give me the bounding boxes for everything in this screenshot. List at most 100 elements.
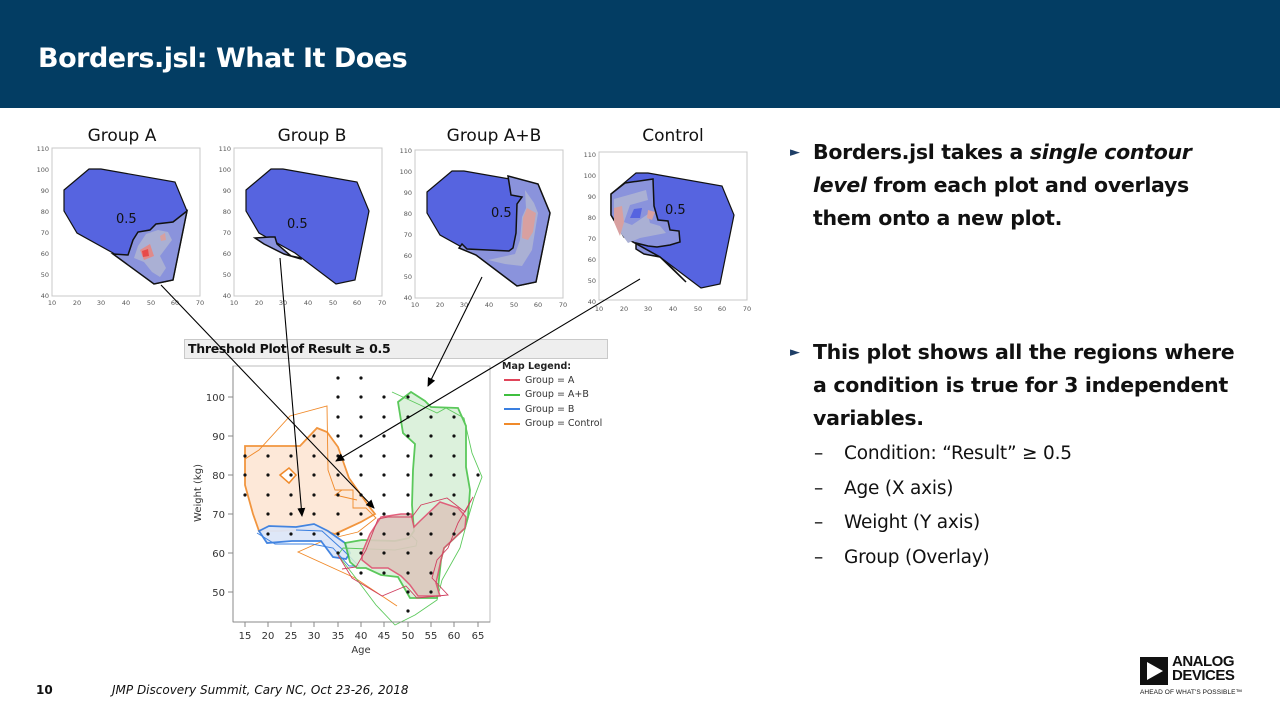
sub-bullet-age: –Age (X axis) bbox=[814, 477, 954, 499]
svg-text:20: 20 bbox=[255, 299, 263, 307]
logo-triangle-icon bbox=[1140, 657, 1168, 685]
sub-bullet-weight: –Weight (Y axis) bbox=[814, 512, 981, 533]
bullet-arrow-icon: ► bbox=[790, 145, 800, 160]
svg-text:40: 40 bbox=[223, 292, 231, 300]
svg-text:40: 40 bbox=[485, 301, 493, 309]
svg-text:0.5: 0.5 bbox=[116, 212, 137, 227]
svg-text:70: 70 bbox=[196, 299, 204, 307]
svg-text:50: 50 bbox=[329, 299, 337, 307]
legend-swatch-blue bbox=[504, 408, 520, 411]
threshold-plot-title: Threshold Plot of Result ≥ 0.5 bbox=[188, 341, 391, 356]
svg-text:50: 50 bbox=[147, 299, 155, 307]
svg-text:40: 40 bbox=[669, 305, 677, 313]
svg-text:50: 50 bbox=[588, 277, 596, 285]
svg-text:80: 80 bbox=[588, 214, 596, 222]
svg-text:60: 60 bbox=[404, 252, 412, 260]
svg-text:20: 20 bbox=[73, 299, 81, 307]
svg-text:70: 70 bbox=[223, 229, 231, 237]
svg-text:60: 60 bbox=[534, 301, 542, 309]
contour-plot-group-ab: 0.5 10 20 30 40 50 60 70 40 50 60 70 80 90 100 110 bbox=[400, 147, 568, 309]
svg-text:50: 50 bbox=[694, 305, 702, 313]
legend-swatch-green bbox=[504, 393, 520, 396]
legend-item-group-ab[interactable]: Group = A+B bbox=[502, 388, 602, 403]
svg-text:90: 90 bbox=[223, 187, 231, 195]
svg-text:60: 60 bbox=[223, 250, 231, 258]
slide-header: Borders.jsl: What It Does bbox=[0, 0, 1280, 108]
svg-text:70: 70 bbox=[378, 299, 386, 307]
svg-text:110: 110 bbox=[219, 145, 231, 153]
bullet-1: ► Borders.jsl takes a single contour lev… bbox=[790, 136, 1240, 235]
svg-text:50: 50 bbox=[41, 271, 49, 279]
svg-text:40: 40 bbox=[404, 294, 412, 302]
svg-text:60: 60 bbox=[41, 250, 49, 258]
svg-text:10: 10 bbox=[595, 305, 603, 313]
svg-text:90: 90 bbox=[404, 189, 412, 197]
plot-label-control: Control bbox=[642, 126, 704, 146]
legend-swatch-red bbox=[504, 379, 520, 382]
svg-text:0.5: 0.5 bbox=[665, 203, 686, 218]
plot-label-group-b: Group B bbox=[277, 126, 347, 146]
svg-text:0.5: 0.5 bbox=[491, 206, 512, 221]
svg-text:40: 40 bbox=[41, 292, 49, 300]
svg-text:30: 30 bbox=[279, 299, 287, 307]
svg-text:80: 80 bbox=[41, 208, 49, 216]
legend-item-group-b[interactable]: Group = B bbox=[502, 402, 602, 417]
svg-text:20: 20 bbox=[436, 301, 444, 309]
plot-label-group-ab: Group A+B bbox=[446, 126, 542, 146]
svg-text:0.5: 0.5 bbox=[287, 217, 308, 232]
legend-swatch-orange bbox=[504, 422, 520, 425]
svg-text:60: 60 bbox=[718, 305, 726, 313]
svg-text:70: 70 bbox=[404, 231, 412, 239]
svg-text:50: 50 bbox=[223, 271, 231, 279]
svg-text:100: 100 bbox=[219, 166, 231, 174]
svg-text:50: 50 bbox=[404, 273, 412, 281]
svg-text:40: 40 bbox=[304, 299, 312, 307]
sub-bullet-group: –Group (Overlay) bbox=[814, 546, 990, 568]
svg-text:60: 60 bbox=[588, 256, 596, 264]
svg-text:90: 90 bbox=[41, 187, 49, 195]
contour-plot-group-b: 0.5 10 20 30 40 50 60 70 40 50 60 70 80 90 100 110 bbox=[219, 145, 387, 307]
svg-text:40: 40 bbox=[588, 298, 596, 306]
svg-text:30: 30 bbox=[644, 305, 652, 313]
page-number: 10 bbox=[36, 683, 53, 697]
legend-item-group-a[interactable]: Group = A bbox=[502, 373, 602, 388]
contour-plot-control: 0.5 10 20 30 40 50 60 70 40 50 60 70 80 90 100 110 bbox=[584, 151, 752, 313]
map-legend: Map Legend: Group = A Group = A+B Group … bbox=[502, 361, 602, 431]
slide-title: Borders.jsl: What It Does bbox=[38, 43, 408, 74]
svg-text:110: 110 bbox=[400, 147, 412, 155]
svg-text:60: 60 bbox=[171, 299, 179, 307]
svg-text:70: 70 bbox=[559, 301, 567, 309]
svg-text:80: 80 bbox=[404, 210, 412, 218]
analog-devices-logo: ANALOG DEVICES AHEAD OF WHAT'S POSSIBLE™ bbox=[1140, 653, 1243, 696]
svg-text:110: 110 bbox=[37, 145, 49, 153]
svg-text:40: 40 bbox=[122, 299, 130, 307]
svg-text:100: 100 bbox=[584, 172, 596, 180]
svg-text:70: 70 bbox=[41, 229, 49, 237]
svg-text:70: 70 bbox=[588, 235, 596, 243]
svg-text:10: 10 bbox=[411, 301, 419, 309]
sub-bullet-list: –Condition: “Result” ≥ 0.5 –Age (X axis)… bbox=[790, 437, 1240, 575]
svg-text:50: 50 bbox=[510, 301, 518, 309]
bullet-arrow-icon: ► bbox=[790, 345, 800, 360]
svg-text:30: 30 bbox=[97, 299, 105, 307]
sub-bullet-condition: –Condition: “Result” ≥ 0.5 bbox=[814, 443, 1072, 464]
threshold-plot-header: Threshold Plot of Result ≥ 0.5 bbox=[184, 339, 608, 359]
svg-text:20: 20 bbox=[620, 305, 628, 313]
bullet-2: ► This plot shows all the regions where … bbox=[790, 336, 1240, 575]
legend-title: Map Legend: bbox=[502, 361, 572, 372]
svg-text:110: 110 bbox=[584, 151, 596, 159]
svg-text:60: 60 bbox=[353, 299, 361, 307]
legend-item-group-control[interactable]: Group = Control bbox=[502, 417, 602, 432]
svg-text:30: 30 bbox=[460, 301, 468, 309]
svg-text:100: 100 bbox=[37, 166, 49, 174]
svg-text:10: 10 bbox=[230, 299, 238, 307]
svg-text:70: 70 bbox=[743, 305, 751, 313]
svg-text:100: 100 bbox=[400, 168, 412, 176]
logo-tagline: AHEAD OF WHAT'S POSSIBLE™ bbox=[1140, 689, 1243, 696]
plot-label-group-a: Group A bbox=[87, 126, 157, 146]
svg-text:90: 90 bbox=[588, 193, 596, 201]
footer-text: JMP Discovery Summit, Cary NC, Oct 23-26… bbox=[112, 683, 409, 697]
svg-text:80: 80 bbox=[223, 208, 231, 216]
